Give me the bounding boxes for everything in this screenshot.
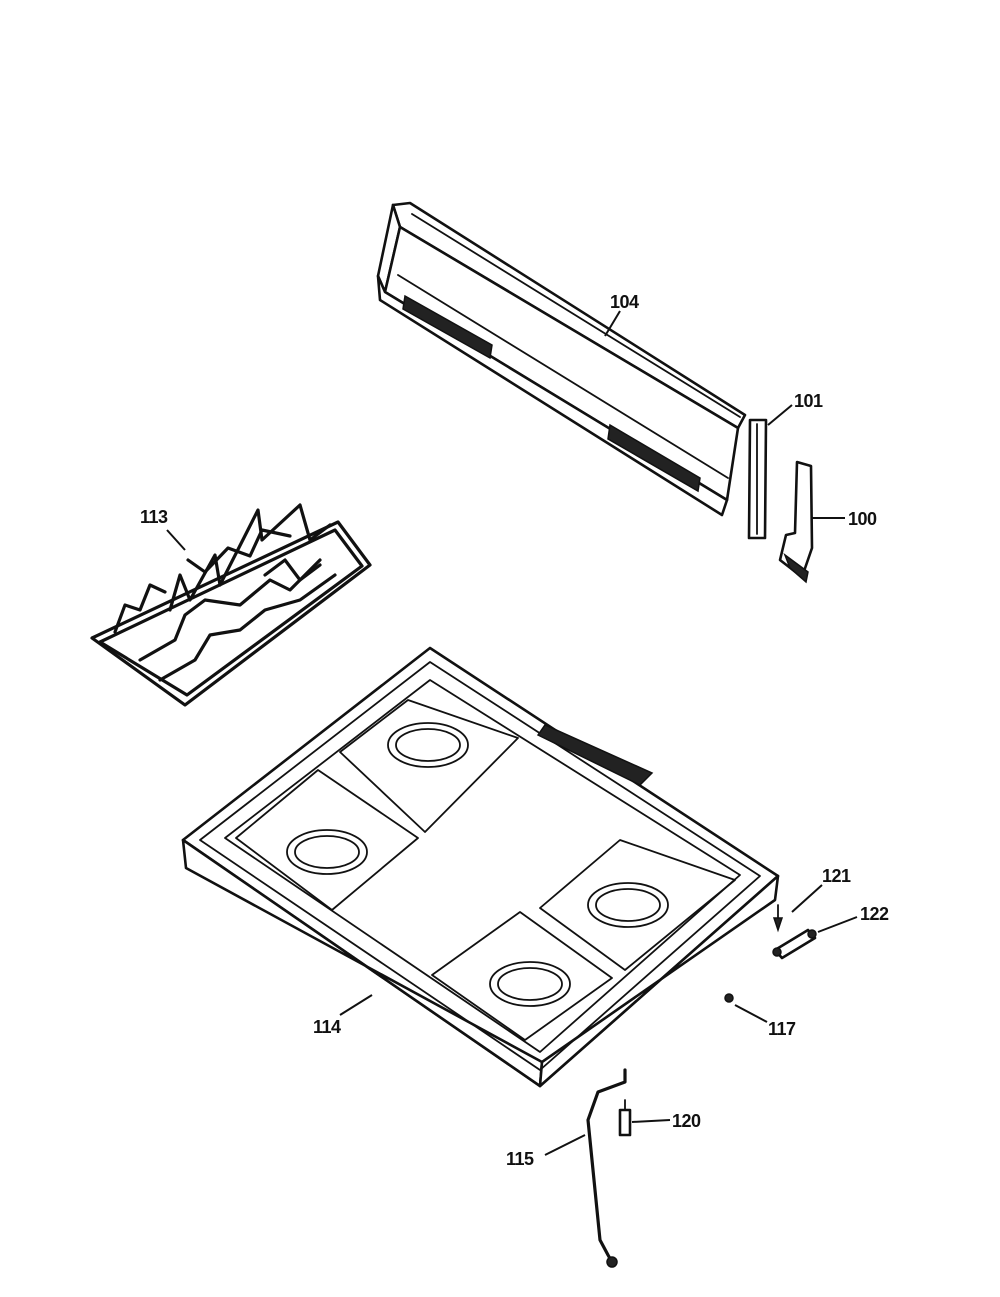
leader-lines	[166, 310, 858, 1156]
support-rod	[586, 1068, 627, 1268]
bumper	[724, 993, 734, 1003]
callout-100: 100	[848, 509, 877, 529]
callout-113: 113	[140, 507, 168, 527]
callout-104: 104	[610, 292, 639, 312]
callout-122: 122	[860, 904, 889, 924]
backguard	[376, 201, 747, 517]
screw	[772, 904, 784, 933]
callout-101: 101	[794, 391, 823, 411]
callout-120: 120	[672, 1111, 701, 1131]
callout-115: 115	[506, 1149, 534, 1169]
clip	[618, 1099, 632, 1137]
hinge-pin	[772, 928, 817, 960]
burner-grate	[90, 503, 372, 707]
callout-117: 117	[768, 1019, 796, 1039]
callout-114: 114	[313, 1017, 341, 1037]
backguard-bracket	[747, 418, 768, 540]
cooktop	[181, 646, 780, 1088]
callout-121: 121	[822, 866, 851, 886]
end-cap	[778, 460, 814, 584]
